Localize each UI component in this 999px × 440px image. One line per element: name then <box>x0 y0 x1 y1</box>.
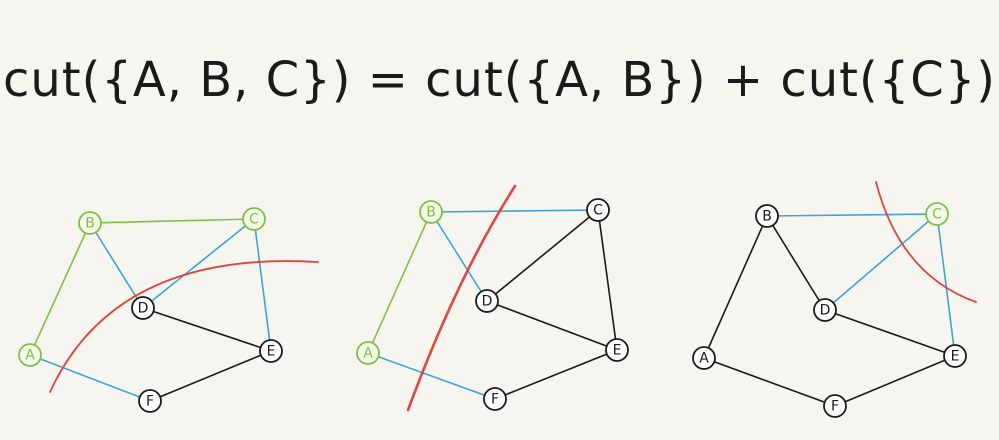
node-label: A <box>25 348 35 364</box>
node-circle <box>605 338 629 362</box>
node-circle <box>242 207 266 231</box>
node-circle <box>925 202 949 226</box>
node-label: C <box>932 207 942 223</box>
node-label: B <box>762 209 772 225</box>
node-circle <box>943 344 967 368</box>
node-circle <box>259 339 283 363</box>
cut-line <box>406 184 517 412</box>
node-circle <box>586 198 610 222</box>
cut-line <box>49 260 319 393</box>
edge-D-E <box>142 307 272 352</box>
graph-2: A B C D E F <box>356 184 629 412</box>
node-label: A <box>363 346 373 362</box>
edge-A-B <box>29 222 91 356</box>
edge-E-F <box>834 355 956 407</box>
cut-line <box>875 181 977 303</box>
node-c: C <box>925 202 949 226</box>
node-e: E <box>943 344 967 368</box>
edge-D-E <box>486 300 618 351</box>
edge-E-F <box>149 350 272 402</box>
node-circle <box>755 204 779 228</box>
node-circle <box>138 389 162 413</box>
edge-C-E <box>597 209 618 351</box>
edge-A-F <box>703 357 836 407</box>
node-label: D <box>820 303 831 319</box>
edge-B-C <box>430 209 599 213</box>
edge-B-D <box>430 211 488 302</box>
node-circle <box>483 387 507 411</box>
node-label: F <box>831 399 839 415</box>
node-a: A <box>692 346 716 370</box>
edge-B-C <box>89 218 255 224</box>
edge-A-B <box>703 215 768 359</box>
node-c: C <box>242 207 266 231</box>
node-circle <box>18 343 42 367</box>
edge-A-F <box>29 354 151 402</box>
node-circle <box>78 211 102 235</box>
edge-E-F <box>494 349 618 400</box>
node-circle <box>692 346 716 370</box>
node-a: A <box>18 343 42 367</box>
edge-C-E <box>253 218 272 352</box>
node-e: E <box>605 338 629 362</box>
node-label: C <box>593 203 603 219</box>
node-b: B <box>78 211 102 235</box>
node-label: E <box>267 344 276 360</box>
node-f: F <box>823 394 847 418</box>
node-label: E <box>951 349 960 365</box>
node-f: F <box>483 387 507 411</box>
node-label: B <box>85 216 95 232</box>
node-c: C <box>586 198 610 222</box>
node-b: B <box>755 204 779 228</box>
node-circle <box>475 289 499 313</box>
node-label: E <box>613 343 622 359</box>
node-e: E <box>259 339 283 363</box>
node-b: B <box>419 200 443 224</box>
node-label: B <box>426 205 436 221</box>
node-circle <box>356 341 380 365</box>
edge-B-D <box>89 222 144 309</box>
edge-A-F <box>367 352 496 400</box>
node-d: D <box>475 289 499 313</box>
graph-1: A B C D E F <box>18 207 319 413</box>
node-a: A <box>356 341 380 365</box>
edge-B-C <box>766 213 938 217</box>
node-label: C <box>249 212 259 228</box>
node-d: D <box>813 298 837 322</box>
node-label: D <box>138 301 149 317</box>
node-label: F <box>146 394 154 410</box>
node-circle <box>823 394 847 418</box>
edge-D-E <box>824 309 956 357</box>
edge-C-D <box>486 209 599 302</box>
node-label: F <box>491 392 499 408</box>
node-label: A <box>699 351 709 367</box>
equation-title: cut({A, B, C}) = cut({A, B}) + cut({C}) <box>2 52 997 108</box>
edge-C-D <box>824 213 938 311</box>
edge-C-E <box>936 213 956 357</box>
node-label: D <box>482 294 493 310</box>
edge-C-D <box>142 218 255 309</box>
node-circle <box>131 296 155 320</box>
edge-A-B <box>367 211 432 354</box>
node-f: F <box>138 389 162 413</box>
node-circle <box>419 200 443 224</box>
node-d: D <box>131 296 155 320</box>
node-circle <box>813 298 837 322</box>
edge-B-D <box>766 215 826 311</box>
graph-3: A B C D E F <box>692 181 977 418</box>
